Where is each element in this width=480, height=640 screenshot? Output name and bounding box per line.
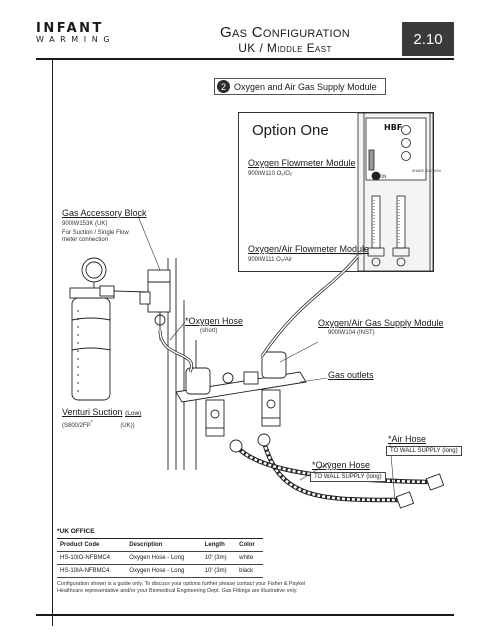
header-rule xyxy=(36,58,454,60)
section-heading: 2 Oxygen and Air Gas Supply Module xyxy=(214,78,386,95)
table-header-row: Product Code Description Length Color xyxy=(57,538,263,552)
brand-line2: WARMING xyxy=(36,35,116,44)
oxygen-hose-label: *Oxygen Hose xyxy=(312,460,371,470)
supply-module-code: 900IW104 (INST) xyxy=(328,330,375,336)
table-header-cell: Color xyxy=(236,538,263,552)
table-cell: 10' (3m) xyxy=(201,564,237,578)
device-knob-text: SHARE SUCTION xyxy=(412,169,441,173)
air-hose-note: TO WALL SUPPLY (long) xyxy=(386,446,462,456)
table-row: HS-10IA-NFBMC4 Oxygen Hose - Long 10' (3… xyxy=(57,564,263,578)
table-cell: Oxygen Hose - Long xyxy=(126,564,202,578)
table-cell: 10' (3m) xyxy=(201,551,237,565)
venturi-suction-label: Venturi Suction xyxy=(62,407,123,417)
dual-flowmeter-label: Oxygen/Air Flowmeter Module xyxy=(248,244,370,254)
oxygen-flowmeter-label: Oxygen Flowmeter Module xyxy=(248,158,356,168)
venturi-suction-suffix: (Low) xyxy=(125,410,142,417)
venturi-suction-code-line: (S800/2FP* (UK)) xyxy=(62,420,135,430)
device-status-text: ON xyxy=(380,174,386,179)
uk-office-heading: *UK OFFICE xyxy=(57,528,95,535)
table-header-cell: Product Code xyxy=(57,538,127,552)
venturi-suction-code-tail: (UK)) xyxy=(120,423,135,429)
table-row: HS-10IO-NFBMC4 Oxygen Hose - Long 10' (3… xyxy=(57,551,263,565)
footer-rule xyxy=(36,614,454,616)
gas-accessory-code: 900IW153K (UK) xyxy=(62,221,108,227)
flowmeter-panel xyxy=(357,112,434,272)
device-logo-text: HBF xyxy=(384,123,402,132)
brand-logo: INFANT WARMING xyxy=(36,22,115,44)
venturi-suction-unit xyxy=(69,257,149,401)
oxygen-hose-note: TO WALL SUPPLY (long) xyxy=(310,472,386,482)
page-title: Gas Configuration xyxy=(220,24,350,41)
brand-line1: INFANT xyxy=(36,21,104,36)
option-title: Option One xyxy=(252,122,329,139)
gas-accessory-block xyxy=(139,269,171,340)
venturi-suction-code-sup: * xyxy=(90,420,93,426)
section-label: Oxygen and Air Gas Supply Module xyxy=(234,81,377,92)
venturi-suction-code: (S800/2FP xyxy=(62,423,91,429)
section-number-badge: 2 xyxy=(217,80,230,93)
table-cell: HS-10IO-NFBMC4 xyxy=(57,551,127,565)
gas-outlets-label: Gas outlets xyxy=(328,370,374,380)
footnote: Configuration shown is a guide only. To … xyxy=(57,581,306,595)
venturi-suction-heading: Venturi Suction (Low) xyxy=(62,407,141,417)
table-cell: white xyxy=(236,551,263,565)
table-cell: Oxygen Hose - Long xyxy=(126,551,202,565)
table-cell: black xyxy=(236,564,263,578)
table-header-cell: Description xyxy=(126,538,202,552)
uk-office-table: Product Code Description Length Color HS… xyxy=(57,538,263,578)
table-header-cell: Length xyxy=(201,538,237,552)
page-title-block: Gas Configuration UK / Middle East xyxy=(170,25,400,54)
page-number-badge: 2.10 xyxy=(402,22,454,56)
air-hose-label: *Air Hose xyxy=(388,434,427,444)
gas-accessory-note2: meter connection xyxy=(62,237,109,243)
supply-module-label: Oxygen/Air Gas Supply Module xyxy=(318,318,444,328)
oxygen-hose-short-label: *Oxygen Hose xyxy=(185,316,244,326)
margin-rule xyxy=(52,58,53,626)
gas-accessory-label: Gas Accessory Block xyxy=(62,208,147,218)
dual-flowmeter-code: 900IW111 O₂/Air xyxy=(248,257,293,263)
gas-accessory-note1: For Suction / Single Flow xyxy=(62,230,129,236)
page-subtitle: UK / Middle East xyxy=(238,40,332,55)
leader-lines xyxy=(137,215,396,501)
gas-supply-module xyxy=(175,351,307,437)
table-cell: HS-10IA-NFBMC4 xyxy=(57,564,127,578)
oxygen-hose-short-note: (short) xyxy=(200,328,218,334)
hose-connectors xyxy=(229,433,445,509)
oxygen-flowmeter-code: 900IW110 O₂/O₂ xyxy=(248,171,293,177)
